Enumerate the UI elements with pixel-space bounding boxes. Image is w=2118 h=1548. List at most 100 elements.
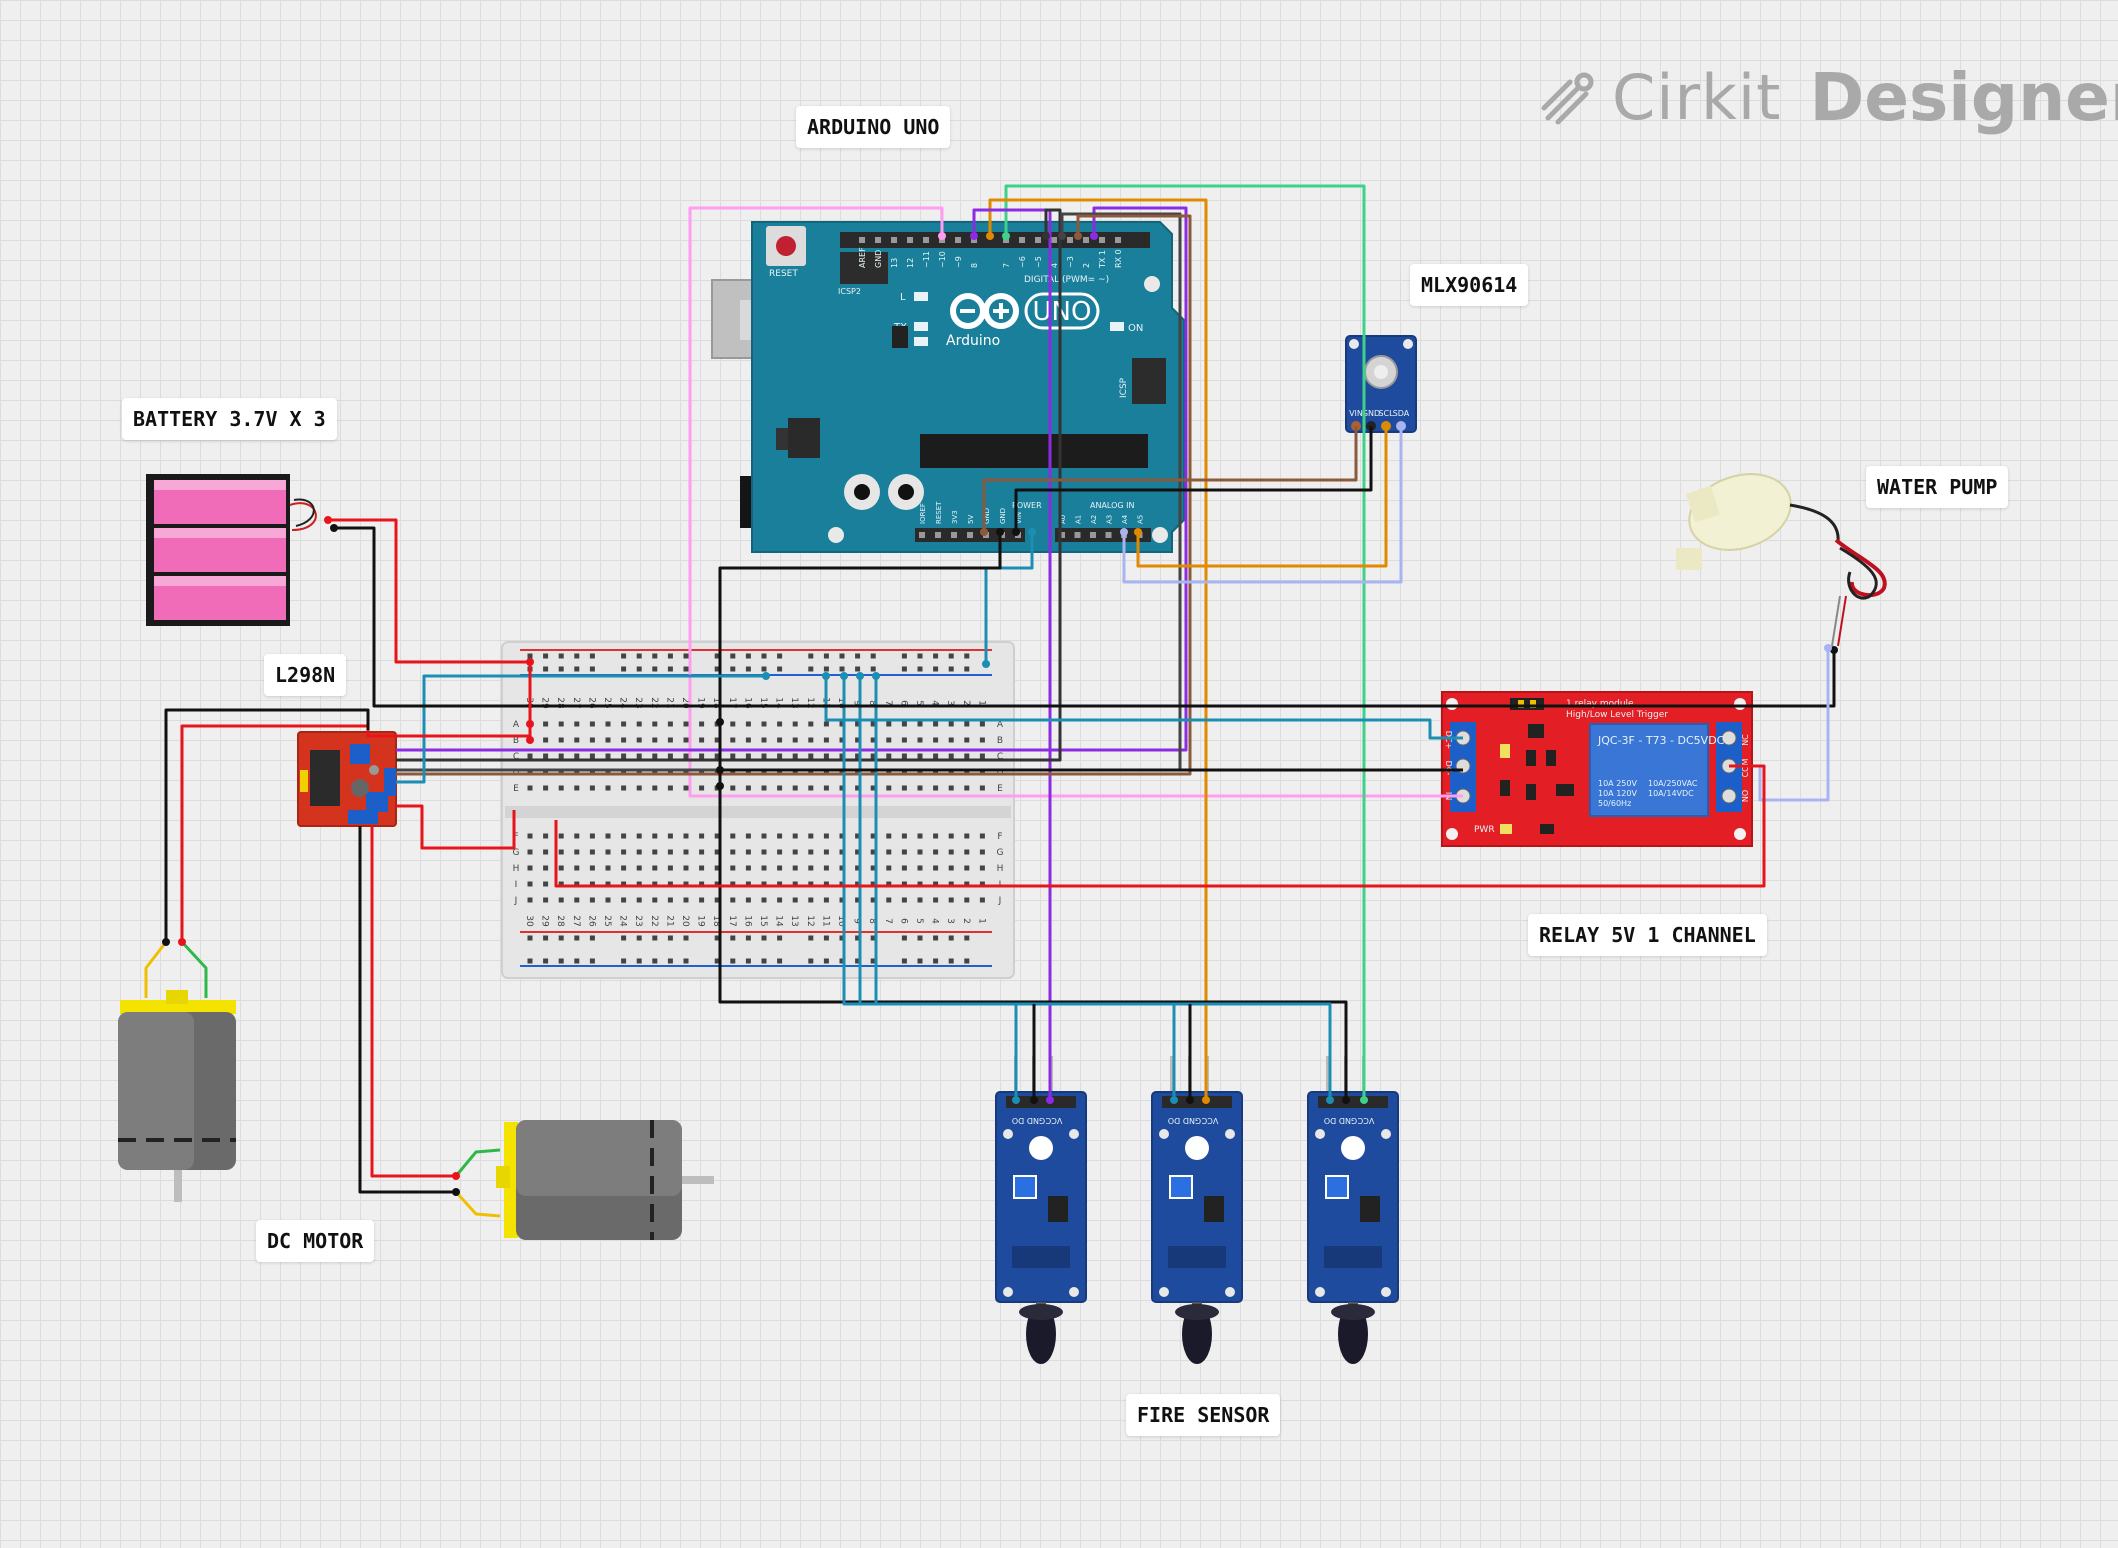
- reset-button[interactable]: [776, 236, 796, 256]
- breadboard-hole[interactable]: [979, 881, 985, 887]
- breadboard-hole[interactable]: [589, 769, 595, 775]
- wire-red-com[interactable]: [554, 764, 1766, 888]
- breadboard-hole[interactable]: [699, 849, 705, 855]
- breadboard-hole[interactable]: [543, 785, 549, 791]
- breadboard-hole[interactable]: [823, 753, 829, 759]
- breadboard-hole[interactable]: [636, 753, 642, 759]
- breadboard-hole[interactable]: [636, 721, 642, 727]
- breadboard-hole[interactable]: [589, 881, 595, 887]
- breadboard-rail-hole[interactable]: [870, 958, 876, 964]
- breadboard-hole[interactable]: [870, 769, 876, 775]
- breadboard-hole[interactable]: [574, 721, 580, 727]
- breadboard-rail-hole[interactable]: [964, 958, 970, 964]
- breadboard-hole[interactable]: [777, 849, 783, 855]
- breadboard-hole[interactable]: [621, 849, 627, 855]
- wire-endpoint[interactable]: [162, 938, 170, 946]
- breadboard-hole[interactable]: [652, 881, 658, 887]
- breadboard-rail-hole[interactable]: [901, 935, 907, 941]
- breadboard-rail-hole[interactable]: [667, 653, 673, 659]
- breadboard-hole[interactable]: [855, 849, 861, 855]
- breadboard-hole[interactable]: [901, 785, 907, 791]
- arduino-digital-pin[interactable]: [875, 237, 881, 243]
- breadboard-hole[interactable]: [792, 897, 798, 903]
- breadboard-hole[interactable]: [886, 849, 892, 855]
- breadboard-hole[interactable]: [761, 865, 767, 871]
- breadboard-hole[interactable]: [605, 753, 611, 759]
- breadboard-rail-hole[interactable]: [855, 935, 861, 941]
- breadboard-rail-hole[interactable]: [543, 666, 549, 672]
- breadboard-hole[interactable]: [589, 753, 595, 759]
- breadboard-hole[interactable]: [823, 737, 829, 743]
- breadboard-hole[interactable]: [745, 849, 751, 855]
- breadboard-hole[interactable]: [699, 737, 705, 743]
- breadboard-hole[interactable]: [933, 833, 939, 839]
- breadboard-hole[interactable]: [948, 753, 954, 759]
- breadboard-hole[interactable]: [979, 897, 985, 903]
- breadboard-hole[interactable]: [964, 769, 970, 775]
- breadboard-hole[interactable]: [652, 865, 658, 871]
- breadboard-hole[interactable]: [730, 849, 736, 855]
- breadboard-hole[interactable]: [839, 721, 845, 727]
- wire-endpoint[interactable]: [980, 528, 988, 536]
- breadboard-hole[interactable]: [745, 753, 751, 759]
- wire-endpoint[interactable]: [324, 516, 332, 524]
- breadboard-hole[interactable]: [667, 737, 673, 743]
- breadboard-hole[interactable]: [964, 849, 970, 855]
- breadboard-hole[interactable]: [917, 897, 923, 903]
- wire-endpoint[interactable]: [762, 672, 770, 680]
- breadboard-hole[interactable]: [652, 769, 658, 775]
- breadboard-hole[interactable]: [621, 721, 627, 727]
- breadboard-hole[interactable]: [839, 753, 845, 759]
- breadboard-hole[interactable]: [652, 897, 658, 903]
- arduino-analog-pin[interactable]: [1105, 532, 1112, 538]
- breadboard-hole[interactable]: [777, 785, 783, 791]
- breadboard-hole[interactable]: [886, 897, 892, 903]
- wire-endpoint[interactable]: [1074, 232, 1082, 240]
- breadboard-rail-hole[interactable]: [948, 666, 954, 672]
- breadboard-hole[interactable]: [808, 865, 814, 871]
- breadboard-hole[interactable]: [683, 737, 689, 743]
- breadboard-hole[interactable]: [667, 865, 673, 871]
- breadboard-hole[interactable]: [792, 785, 798, 791]
- breadboard-hole[interactable]: [886, 737, 892, 743]
- breadboard-hole[interactable]: [886, 721, 892, 727]
- breadboard-hole[interactable]: [605, 849, 611, 855]
- wire-endpoint[interactable]: [986, 232, 994, 240]
- breadboard-hole[interactable]: [823, 785, 829, 791]
- breadboard-hole[interactable]: [917, 849, 923, 855]
- breadboard-hole[interactable]: [901, 769, 907, 775]
- breadboard-rail-hole[interactable]: [933, 958, 939, 964]
- breadboard-hole[interactable]: [948, 897, 954, 903]
- breadboard-rail-hole[interactable]: [761, 958, 767, 964]
- breadboard-hole[interactable]: [979, 769, 985, 775]
- breadboard-rail-hole[interactable]: [714, 666, 720, 672]
- breadboard-hole[interactable]: [558, 849, 564, 855]
- breadboard-hole[interactable]: [870, 849, 876, 855]
- breadboard-rail-hole[interactable]: [933, 666, 939, 672]
- breadboard-hole[interactable]: [855, 897, 861, 903]
- breadboard-rail-hole[interactable]: [636, 958, 642, 964]
- breadboard-hole[interactable]: [933, 897, 939, 903]
- breadboard-hole[interactable]: [777, 753, 783, 759]
- breadboard-hole[interactable]: [699, 785, 705, 791]
- breadboard-rail-hole[interactable]: [574, 935, 580, 941]
- breadboard-rail-hole[interactable]: [589, 958, 595, 964]
- wire-endpoint[interactable]: [716, 718, 724, 726]
- breadboard-hole[interactable]: [979, 737, 985, 743]
- breadboard-hole[interactable]: [574, 833, 580, 839]
- breadboard-rail-hole[interactable]: [558, 935, 564, 941]
- breadboard-hole[interactable]: [948, 737, 954, 743]
- breadboard-rail-hole[interactable]: [948, 958, 954, 964]
- wire-teal-5v-l298[interactable]: [396, 674, 766, 784]
- wire-red-motor2[interactable]: [370, 826, 456, 1178]
- breadboard-hole[interactable]: [948, 849, 954, 855]
- breadboard-hole[interactable]: [543, 833, 549, 839]
- breadboard-rail-hole[interactable]: [917, 935, 923, 941]
- breadboard-rail-hole[interactable]: [527, 958, 533, 964]
- wire-endpoint[interactable]: [996, 528, 1004, 536]
- breadboard-hole[interactable]: [621, 865, 627, 871]
- breadboard-rail-hole[interactable]: [855, 666, 861, 672]
- breadboard-hole[interactable]: [605, 865, 611, 871]
- breadboard-hole[interactable]: [667, 833, 673, 839]
- breadboard-hole[interactable]: [808, 753, 814, 759]
